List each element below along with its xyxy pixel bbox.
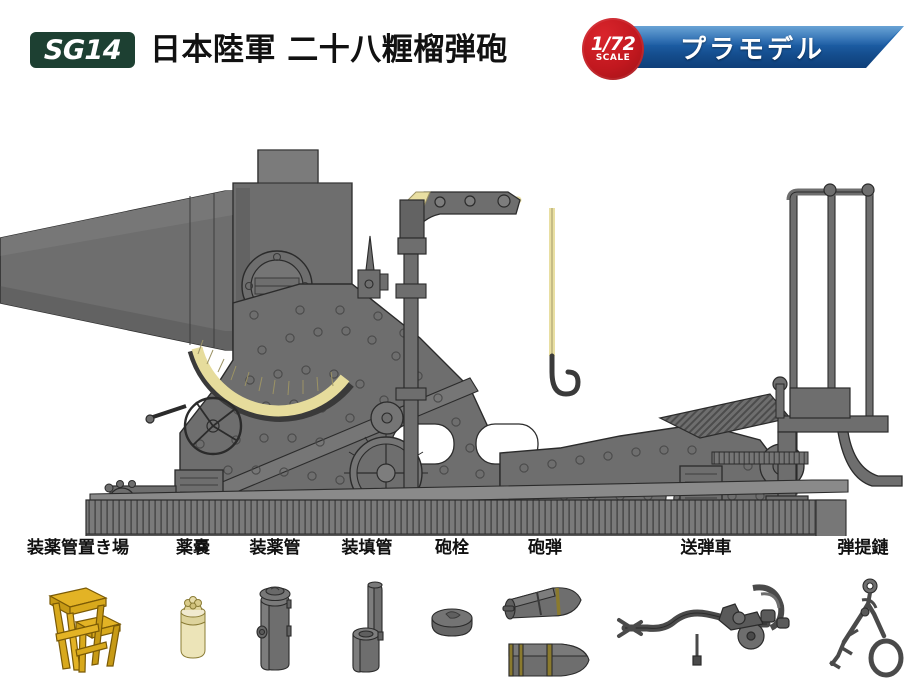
loading-crane: [397, 191, 581, 397]
howitzer-illustration: [0, 88, 914, 536]
part-item: 弾提鏈: [812, 536, 914, 684]
gun-barrel: [0, 190, 234, 351]
base-platform: [85, 479, 849, 536]
banner-shape: [612, 26, 904, 68]
center-column: [395, 253, 427, 495]
banner-label: プラモデル: [680, 34, 826, 65]
plastic-model-banner: プラモデル: [612, 26, 904, 68]
part-label: 薬嚢: [176, 538, 210, 558]
part-label: 砲弾: [528, 538, 562, 558]
scale-badge: 1/72 SCALE: [582, 18, 644, 80]
scale-ratio: 1/72: [590, 32, 636, 55]
part-label: 装薬管: [249, 538, 301, 558]
breech-plug-icon: [414, 574, 490, 684]
part-item: 薬嚢: [156, 536, 230, 684]
part-item: 装薬管置き場: [0, 536, 156, 684]
loading-tube-icon: [320, 574, 414, 684]
part-item: 砲栓: [414, 536, 490, 684]
rail-platform: [711, 183, 903, 513]
part-item: 砲弾: [490, 536, 600, 684]
header: SG14 日本陸軍 二十八糎榴弾砲 プラモデル 1/72 SCALE: [0, 0, 914, 92]
wooden-step-stool-icon: [0, 574, 156, 684]
sku-badge: SG14: [30, 32, 135, 68]
part-label: 砲栓: [435, 538, 469, 558]
shell-tongs-icon: [812, 574, 914, 684]
scale-word: SCALE: [595, 52, 631, 63]
banner-gloss: [612, 26, 904, 46]
part-label: 送弾車: [680, 538, 732, 558]
parts-legend: 装薬管置き場: [0, 536, 914, 700]
shell-cart-icon: [600, 574, 812, 684]
part-item: 装填管: [320, 536, 414, 684]
elevation-arc: [187, 339, 354, 422]
traverse-handwheel: [145, 396, 243, 456]
powder-canister-icon: [230, 574, 320, 684]
part-label: 装薬管置き場: [27, 538, 129, 558]
part-item: 送弾車: [600, 536, 812, 684]
page-title: 日本陸軍 二十八糎榴弾砲: [150, 32, 508, 68]
part-item: 装薬管: [230, 536, 320, 684]
artillery-shells-icon: [490, 574, 600, 684]
part-label: 装填管: [341, 538, 393, 558]
sku-badge-label: SG14: [43, 34, 122, 66]
part-label: 弾提鏈: [837, 538, 889, 558]
sight-pointer: [357, 235, 389, 299]
powder-bag-icon: [156, 574, 230, 684]
